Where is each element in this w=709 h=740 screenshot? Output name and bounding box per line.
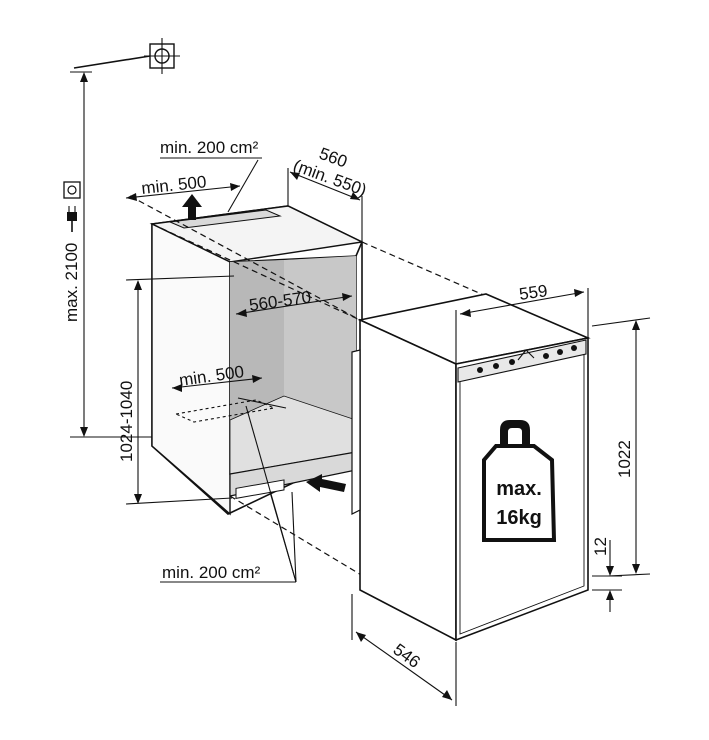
appliance-height-dimension: 1022 [591,317,651,577]
appliance [351,293,591,642]
top-vent-area-callout: min. 200 cm² [160,138,262,213]
top-vent-depth-label: min. 500 [140,172,207,198]
door-load-line1: max. [496,478,542,500]
niche-height-label: 1024-1040 [117,381,136,462]
top-vent-area-label: min. 200 cm² [160,138,259,157]
weight-icon: max. 16kg [482,420,557,542]
niche-height-dimension: 1024-1040 [117,275,235,505]
appliance-width-dimension: 559 [455,281,589,364]
top-vent-depth-dimension: min. 500 [125,172,241,201]
plinth-height-dimension: 12 [591,537,622,612]
water-connection-icon [73,38,180,74]
power-plug-icon [67,206,77,232]
power-socket-icon [63,181,81,199]
niche-cabinet [149,205,365,516]
appliance-depth-label: 546 [390,640,424,672]
plinth-height-label: 12 [591,537,610,556]
socket-height-label: max. 2100 [62,243,81,322]
socket-height-dimension: max. 2100 [62,71,160,438]
arrow-left-icon [306,474,346,492]
arrow-up-icon [182,194,202,220]
appliance-width-label: 559 [518,281,549,304]
door-load-line2: 16kg [496,507,542,529]
bottom-vent-area-callout: min. 200 cm² [160,405,297,583]
bottom-vent-area-label: min. 200 cm² [162,563,261,582]
appliance-height-label: 1022 [615,440,634,478]
